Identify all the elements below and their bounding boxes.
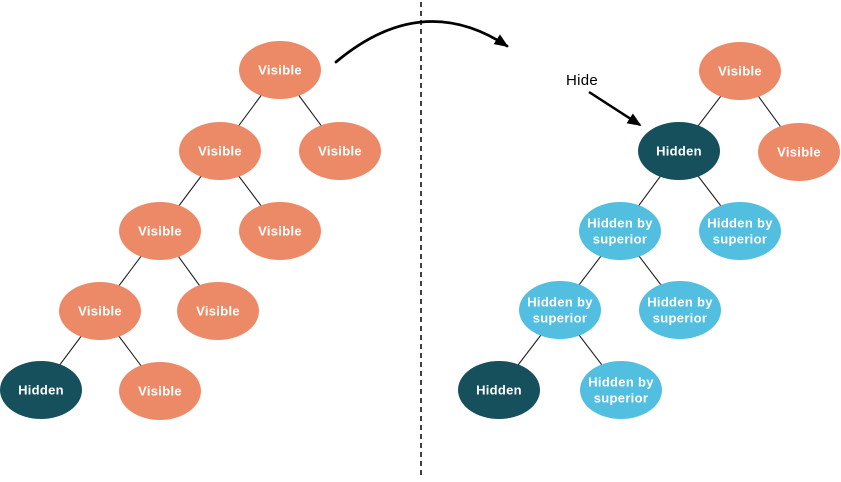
node-ellipse-visible	[59, 282, 141, 340]
node-ellipse-hidden-by-superior	[579, 202, 661, 260]
tree-node-before-hide-n8: Visible	[119, 362, 201, 420]
node-ellipse-hidden	[0, 361, 82, 419]
node-ellipse-hidden	[458, 361, 540, 419]
node-ellipse-visible	[119, 202, 201, 260]
node-label: Visible	[138, 224, 182, 239]
tree-node-before-hide-n3: Visible	[119, 202, 201, 260]
node-label: Visible	[718, 64, 762, 79]
node-ellipse-hidden-by-superior	[639, 281, 721, 339]
tree-node-before-hide-n4: Visible	[239, 202, 321, 260]
tree-node-before-hide-n6: Visible	[177, 282, 259, 340]
tree-node-after-hide-m7: Hidden	[458, 361, 540, 419]
tree-node-after-hide-m2: Visible	[758, 123, 840, 181]
tree-node-before-hide-n7: Hidden	[0, 361, 82, 419]
node-ellipse-visible	[699, 42, 781, 100]
node-ellipse-visible	[179, 122, 261, 180]
node-label: Hidden	[476, 383, 522, 398]
node-label: Visible	[198, 144, 242, 159]
node-ellipse-visible	[239, 202, 321, 260]
node-label: Visible	[258, 224, 302, 239]
node-ellipse-hidden-by-superior	[580, 361, 662, 419]
tree-node-before-hide-n0: Visible	[239, 41, 321, 99]
node-label: Visible	[138, 384, 182, 399]
node-ellipse-visible	[299, 122, 381, 180]
node-label: Hidden	[656, 144, 702, 159]
tree-node-after-hide-m1: Hidden	[638, 122, 720, 180]
node-ellipse-hidden	[638, 122, 720, 180]
node-label: Visible	[777, 145, 821, 160]
node-label: Hidden	[18, 383, 64, 398]
node-label: Visible	[196, 304, 240, 319]
hide-label: Hide	[565, 72, 599, 89]
transform-arrow	[334, 20, 509, 64]
tree-node-before-hide-n5: Visible	[59, 282, 141, 340]
node-label: Visible	[258, 63, 302, 78]
node-label: Visible	[318, 144, 362, 159]
node-ellipse-visible	[239, 41, 321, 99]
node-label: Visible	[78, 304, 122, 319]
hide-arrow	[588, 90, 642, 127]
node-ellipse-visible	[177, 282, 259, 340]
tree-node-before-hide-n2: Visible	[299, 122, 381, 180]
tree-node-before-hide-n1: Visible	[179, 122, 261, 180]
node-ellipse-visible	[119, 362, 201, 420]
tree-node-after-hide-m0: Visible	[699, 42, 781, 100]
node-ellipse-hidden-by-superior	[519, 281, 601, 339]
node-ellipse-hidden-by-superior	[699, 202, 781, 260]
node-ellipse-visible	[758, 123, 840, 181]
